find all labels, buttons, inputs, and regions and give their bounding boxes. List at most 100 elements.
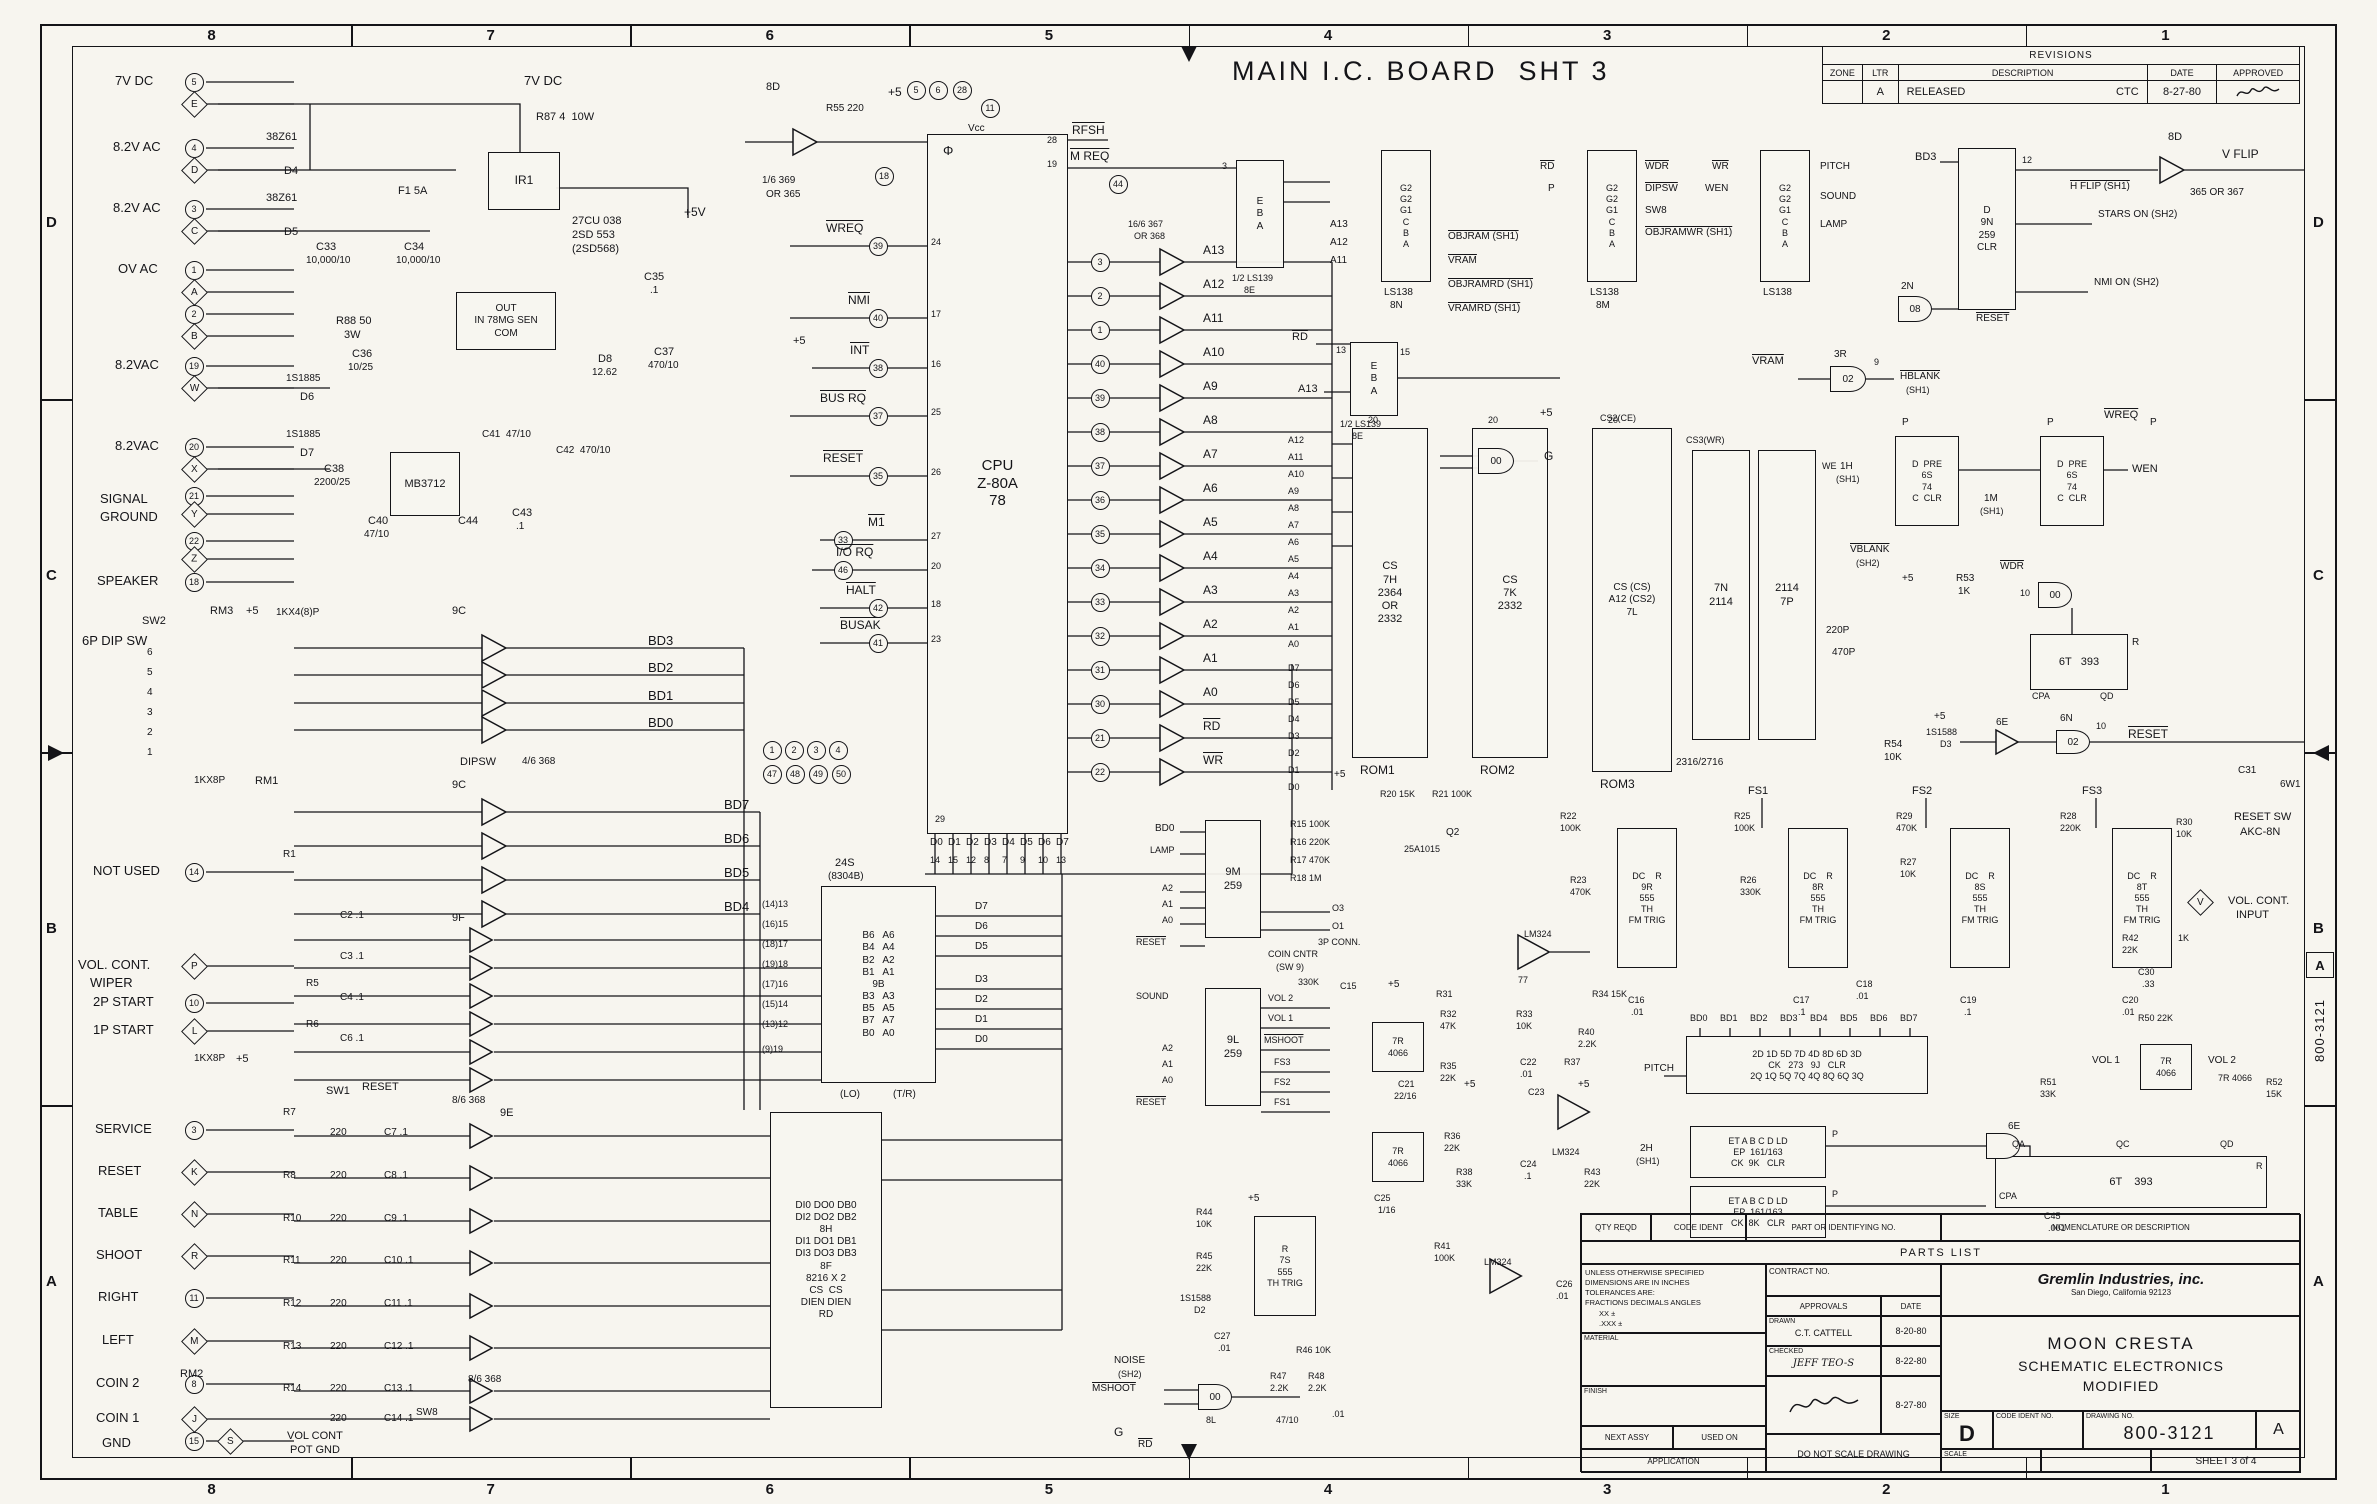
buffer-triangle-icon	[469, 1122, 494, 1150]
schematic-label: OBJRAM (SH1)	[1448, 231, 1519, 242]
border-col-bottom: 5	[1044, 1481, 1054, 1498]
pin-circle: 5	[906, 80, 926, 100]
schematic-label: RM2	[180, 1368, 204, 1380]
schematic-label: LS138	[1384, 287, 1413, 298]
ic-box-line: TH	[1641, 904, 1653, 915]
schematic-label: D5	[1288, 697, 1300, 707]
schematic-label: (8304B)	[828, 871, 864, 882]
schematic-label: D2	[966, 837, 979, 848]
buffer-triangle-icon	[481, 831, 508, 861]
schematic-label: 2.2K	[1308, 1383, 1327, 1393]
buffer-triangle-icon	[469, 1164, 494, 1192]
ic-box-line: DI1 DO1 DB1	[795, 1236, 857, 1248]
ic-box-line: G2	[1399, 194, 1412, 205]
buffer-triangle-icon	[1159, 349, 1186, 379]
gate-2n: 08	[1898, 296, 1932, 322]
ic-box-line: B	[1256, 208, 1264, 220]
schematic-label: 1S1885	[286, 429, 321, 440]
schematic-label: 9	[1020, 855, 1026, 865]
schematic-label: RD	[1138, 1439, 1153, 1450]
schematic-label: R10	[283, 1213, 302, 1224]
schematic-label: 22K	[1584, 1179, 1601, 1189]
schematic-label: 22/16	[1394, 1091, 1417, 1101]
schematic-label: 29	[935, 814, 946, 824]
schematic-label: .01	[1556, 1291, 1569, 1301]
company-address: San Diego, California 92123	[2070, 1288, 2172, 1297]
schematic-label: 2	[147, 727, 153, 738]
schematic-label: 470/10	[648, 360, 679, 371]
schematic-label: R46 10K	[1296, 1345, 1332, 1355]
schematic-label: A12	[1288, 435, 1305, 445]
schematic-label: Q2	[1446, 827, 1460, 838]
connector-letter: M	[189, 1335, 199, 1347]
parts-col-part: PART OR IDENTIFYING NO.	[1746, 1214, 1941, 1241]
ic-box-line: 2114	[1775, 582, 1799, 595]
schematic-label: BD4	[724, 899, 750, 914]
schematic-label: R	[2132, 637, 2140, 648]
schematic-label: 1KX4(8)P	[276, 607, 320, 618]
schematic-label: RESET	[98, 1163, 142, 1178]
border-tick	[2025, 24, 2028, 46]
schematic-label: +5	[246, 605, 259, 617]
schematic-label: D7	[300, 447, 315, 459]
ic-box-line: E	[1370, 361, 1378, 373]
schematic-label: RESET	[2128, 727, 2169, 741]
pin-circle: 40	[868, 308, 888, 328]
schematic-label: R50 22K	[2138, 1013, 2174, 1023]
ic-box-line: 2332	[1497, 600, 1523, 613]
buffer-triangle-icon	[1159, 383, 1186, 413]
schematic-label: WEN	[1705, 183, 1729, 194]
schematic-label: 1/6 369	[762, 175, 796, 186]
schematic-label: A2	[1162, 1043, 1174, 1053]
schematic-label: HALT	[846, 583, 876, 597]
ic-box-line: C	[1781, 216, 1789, 227]
pin-circle: 35	[1090, 524, 1110, 544]
buffer-triangle-icon	[1517, 933, 1551, 971]
schematic-label: 23	[931, 634, 942, 644]
schematic-label: FS3	[1274, 1057, 1291, 1067]
schematic-label: 8E	[1352, 431, 1364, 441]
schematic-label: BD3	[648, 633, 674, 648]
schematic-label: C43	[512, 507, 533, 519]
ic-box-line: G1	[1778, 205, 1791, 216]
ic-box-line: 6T 393	[2058, 655, 2100, 668]
schematic-label: WREQ	[2104, 409, 2139, 421]
schematic-label: C45	[2044, 1211, 2061, 1221]
pin-circle: 15	[184, 1431, 204, 1451]
schematic-label: P	[1832, 1129, 1839, 1139]
schematic-label: C15	[1340, 981, 1357, 991]
schematic-label: 2P START	[93, 994, 154, 1009]
schematic-label: 220	[330, 1213, 347, 1224]
schematic-label: C12 .1	[384, 1341, 414, 1352]
pin-circle: 37	[1090, 456, 1110, 476]
ic-box-line: TH	[2136, 904, 2148, 915]
schematic-label: 7	[1002, 855, 1008, 865]
drawing-title-line2: SCHEMATIC ELECTRONICS	[2018, 1357, 2224, 1374]
schematic-label: 8N	[1390, 300, 1403, 311]
contract-box: CONTRACT NO.	[1766, 1264, 1941, 1296]
ic-box-line: 7R	[1392, 1146, 1404, 1157]
schematic-label: BD6	[1870, 1013, 1888, 1023]
ic-box-line: B	[1781, 227, 1788, 238]
checked-cell: CHECKED JEFF TEO-S	[1766, 1346, 1881, 1376]
schematic-label: 12.62	[592, 367, 618, 378]
schematic-label: 1S1885	[286, 373, 321, 384]
schematic-label: 8E	[1244, 285, 1256, 295]
border-tick	[2305, 1105, 2337, 1107]
border-tick	[1188, 24, 1190, 46]
schematic-label: .01	[1520, 1069, 1533, 1079]
schematic-label: C40	[368, 515, 389, 527]
schematic-label: (LO)	[840, 1089, 860, 1100]
size-value: D	[1959, 1421, 1975, 1446]
connector-letter: J	[191, 1413, 197, 1425]
schematic-label: VOL 2	[1268, 993, 1294, 1003]
schematic-label: V FLIP	[2222, 147, 2259, 161]
schematic-label: 10,000/10	[396, 255, 441, 266]
schematic-label: P	[2047, 417, 2054, 428]
schematic-label: WDR	[2000, 561, 2024, 572]
ic-box-line: 2332	[1377, 613, 1403, 626]
schematic-label: C20	[2122, 995, 2139, 1005]
wire	[218, 103, 521, 152]
schematic-label: CS3(WR)	[1686, 435, 1725, 445]
